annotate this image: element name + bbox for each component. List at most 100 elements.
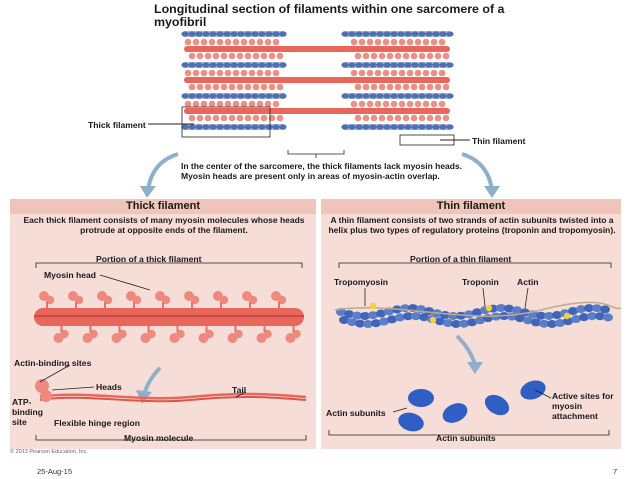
myosin-head: [442, 52, 450, 60]
actin-bead: [390, 31, 398, 37]
actin-bead: [181, 31, 189, 37]
portion-thin-label: Portion of a thin filament: [410, 254, 512, 264]
thick-filament-description: Each thick filament consists of many myo…: [23, 215, 305, 235]
subunit-arrowhead: [467, 362, 483, 374]
troponin-complex: [485, 304, 493, 312]
myosin-head: [240, 69, 248, 77]
myosin-head: [240, 38, 248, 46]
thick-filament-header: Thick filament: [10, 199, 316, 214]
myosin-head: [252, 52, 260, 60]
actin-bead: [265, 124, 273, 130]
myosin-head: [422, 38, 430, 46]
subunit-arrow: [455, 334, 477, 366]
actin-bead: [446, 31, 454, 37]
myosin-head: [248, 38, 256, 46]
myosin-head: [244, 83, 252, 91]
actin-bead: [363, 319, 373, 328]
actin-bead: [475, 316, 485, 325]
myosin-head: [390, 38, 398, 46]
actin-bead: [576, 305, 586, 314]
myosin-head: [276, 83, 284, 91]
myosin-head: [228, 52, 236, 60]
actin-bead: [587, 312, 597, 321]
myosin-head: [394, 52, 402, 60]
thick-filament-core: [184, 46, 450, 52]
actin-bead: [432, 62, 440, 68]
myosin-head: [244, 114, 252, 122]
myosin-head: [398, 100, 406, 108]
actin-bead: [244, 62, 252, 68]
actin-bead: [209, 62, 217, 68]
actin-bead: [223, 31, 231, 37]
myosin-head: [358, 69, 366, 77]
myosin-head: [394, 114, 402, 122]
myosin-head: [200, 38, 208, 46]
actin-bead: [504, 304, 514, 313]
actin-bead: [265, 31, 273, 37]
myosin-head: [212, 83, 220, 91]
myosin-head: [430, 100, 438, 108]
myosin-head: [418, 52, 426, 60]
myosin-head: [422, 69, 430, 77]
actin-bead: [595, 312, 605, 321]
actin-bead: [355, 93, 363, 99]
myosin-head: [212, 114, 220, 122]
myosin-head: [236, 83, 244, 91]
myosin-head: [256, 38, 264, 46]
actin-bead: [237, 93, 245, 99]
actin-bead: [547, 319, 557, 328]
myosin-head: [200, 69, 208, 77]
myosin-head: [252, 114, 260, 122]
actin-bead: [603, 313, 613, 322]
molecule-arrow: [142, 366, 162, 396]
actin-bead: [467, 318, 477, 327]
actin-bead: [411, 124, 419, 130]
flexible-hinge-label: Flexible hinge region: [54, 418, 140, 428]
actin-bead: [223, 124, 231, 130]
actin-bead: [369, 93, 377, 99]
myosin-head: [362, 52, 370, 60]
actin-bead: [251, 124, 259, 130]
myosin-head: [196, 52, 204, 60]
myosin-head: [362, 114, 370, 122]
heads-label: Heads: [96, 382, 122, 392]
actin-bead: [439, 31, 447, 37]
actin-leader: [524, 287, 529, 309]
myosin-head: [390, 69, 398, 77]
right-curved-arrow: [461, 152, 500, 198]
actin-bead: [195, 124, 203, 130]
myosin-head: [268, 52, 276, 60]
myosin-head: [370, 52, 378, 60]
actin-bead: [563, 317, 573, 326]
actin-bead: [279, 124, 287, 130]
actin-bead: [397, 93, 405, 99]
myosin-head: [386, 114, 394, 122]
myosin-head: [204, 83, 212, 91]
myosin-head: [220, 52, 228, 60]
myosin-head: [240, 100, 248, 108]
thick-rod-shade: [34, 315, 304, 317]
myosin-head: [426, 52, 434, 60]
actin-subunit: [484, 394, 510, 416]
tail-leader: [235, 391, 247, 398]
myosin-head: [192, 100, 200, 108]
actin-bead: [376, 62, 384, 68]
actin-bead: [403, 312, 413, 321]
myosin-head: [406, 100, 414, 108]
myosin-head: [398, 69, 406, 77]
myosin-head: [264, 69, 272, 77]
myosin-head: [422, 100, 430, 108]
actin-bead: [411, 31, 419, 37]
thick-filament-label: Thick filament: [88, 120, 146, 130]
myosin-head: [184, 38, 192, 46]
portion-bracket: [338, 262, 612, 268]
actin-bead: [544, 311, 554, 320]
troponin-leader: [482, 287, 486, 307]
myosin-head: [366, 100, 374, 108]
actin-bead: [418, 31, 426, 37]
actin-bead: [404, 31, 412, 37]
actin-bead: [341, 124, 349, 130]
actin-bead: [251, 62, 259, 68]
myosin-head: [232, 100, 240, 108]
myosin-head: [228, 114, 236, 122]
